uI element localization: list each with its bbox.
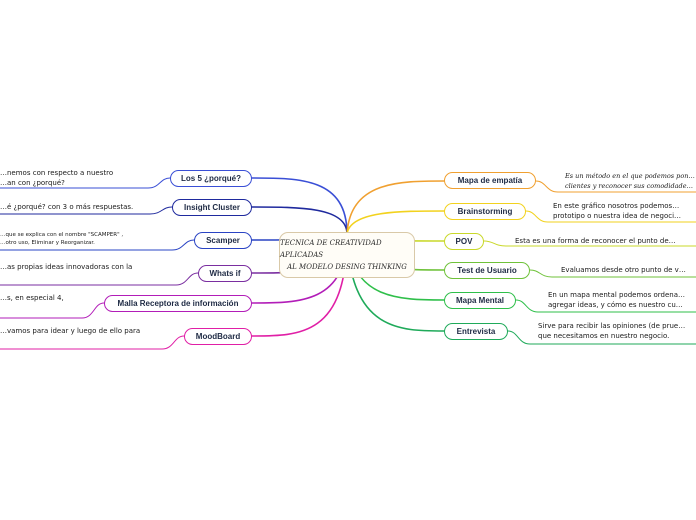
branch-node-mapa-de-empatia[interactable]: Mapa de empatía <box>444 172 536 189</box>
note-mapa-mental: En un mapa mental podemos ordena… agrega… <box>548 290 685 310</box>
note-brainstorming: En este gráfico nosotros podemos… protot… <box>553 201 681 221</box>
central-topic-line1: TECNICA DE CREATIVIDAD APLICADAS <box>280 239 382 259</box>
note-line: …s, en especial 4, <box>0 294 64 302</box>
connector-left-note <box>0 177 171 189</box>
note-whats-if: …as propias ideas innovadoras con la <box>0 262 132 272</box>
note-mapa-de-empatia: Es un método en el que podemos pon… clie… <box>565 171 695 191</box>
branch-node-mapa-mental[interactable]: Mapa Mental <box>444 292 516 309</box>
connector-right-note <box>515 299 696 313</box>
note-test-de-usuario: Evaluamos desde otro punto de v… <box>561 265 686 275</box>
connector-right-trunk <box>346 180 445 235</box>
branch-node-pov[interactable]: POV <box>444 233 484 250</box>
note-line: …vamos para idear y luego de ello para <box>0 327 141 335</box>
branch-node-test-de-usuario[interactable]: Test de Usuario <box>444 262 530 279</box>
connector-right-note <box>529 269 696 278</box>
note-entrevista: Sirve para recibir las opiniones (de pru… <box>538 321 685 341</box>
connector-right-note <box>535 180 696 193</box>
branch-label: Malla Receptora de información <box>117 299 239 308</box>
note-line: clientes y reconocer sus comodidade… <box>565 182 694 190</box>
note-line: …que se explica con el nombre "SCAMPER" … <box>0 232 124 238</box>
note-line: …nemos con respecto a nuestro <box>0 169 114 177</box>
note-malla-receptora: …s, en especial 4, <box>0 293 64 303</box>
connector-left-note <box>0 206 173 215</box>
note-los-5-porque: …nemos con respecto a nuestro …an con ¿p… <box>0 168 113 188</box>
note-line: prototipo o nuestra idea de negoci… <box>553 212 682 220</box>
branch-label: Insight Cluster <box>183 203 240 212</box>
note-line: En un mapa mental podemos ordena… <box>548 291 685 299</box>
note-line: Evaluamos desde otro punto de v… <box>561 266 686 274</box>
connector-left-trunk <box>251 177 348 235</box>
branch-label: Scamper <box>206 236 240 245</box>
branch-node-malla-receptora[interactable]: Malla Receptora de información <box>104 295 252 312</box>
central-topic-line2: AL MODELO DESING THINKING <box>287 263 407 271</box>
note-scamper: …que se explica con el nombre "SCAMPER" … <box>0 231 123 247</box>
note-line: Esta es una forma de reconocer el punto … <box>515 237 676 245</box>
branch-label: Whats if <box>209 269 241 278</box>
note-line: En este gráfico nosotros podemos… <box>553 202 680 210</box>
branch-label: Mapa Mental <box>455 296 504 305</box>
branch-node-scamper[interactable]: Scamper <box>194 232 252 249</box>
connector-left-note <box>0 302 105 319</box>
note-line: Sirve para recibir las opiniones (de pru… <box>538 322 686 330</box>
connector-right-note <box>525 210 696 223</box>
connector-right-trunk <box>346 210 445 235</box>
connector-left-note <box>0 272 199 286</box>
branch-node-los-5-porque[interactable]: Los 5 ¿porqué? <box>170 170 252 187</box>
note-line: …as propias ideas innovadoras con la <box>0 263 133 271</box>
note-line: agregar ideas, y cómo es nuestro cu… <box>548 301 683 309</box>
branch-node-brainstorming[interactable]: Brainstorming <box>444 203 526 220</box>
branch-node-whats-if[interactable]: Whats if <box>198 265 252 282</box>
note-line: Es un método en el que podemos pon… <box>565 172 695 180</box>
connector-right-note <box>507 330 696 345</box>
branch-node-moodboard[interactable]: MoodBoard <box>184 328 252 345</box>
branch-label: Los 5 ¿porqué? <box>181 174 241 183</box>
branch-label: MoodBoard <box>195 332 241 341</box>
branch-label: Test de Usuario <box>457 266 517 275</box>
note-pov: Esta es una forma de reconocer el punto … <box>515 236 676 246</box>
connector-left-note <box>0 335 185 350</box>
branch-node-insight-cluster[interactable]: Insight Cluster <box>172 199 252 216</box>
branch-node-entrevista[interactable]: Entrevista <box>444 323 508 340</box>
connector-left-note <box>0 239 195 251</box>
note-line: …an con ¿porqué? <box>0 179 65 187</box>
note-line: …otro uso, Eliminar y Reorganizar. <box>0 240 95 246</box>
note-moodboard: …vamos para idear y luego de ello para <box>0 326 140 336</box>
branch-label: Entrevista <box>456 327 496 336</box>
connector-left-trunk <box>251 206 348 235</box>
note-line: …é ¿porqué? con 3 o más respuestas. <box>0 203 134 211</box>
note-insight-cluster: …é ¿porqué? con 3 o más respuestas. <box>0 202 133 212</box>
note-line: que necesitamos en nuestro negocio. <box>538 332 670 340</box>
branch-label: Mapa de empatía <box>457 176 523 185</box>
branch-label: POV <box>455 237 473 246</box>
branch-label: Brainstorming <box>457 207 513 216</box>
central-topic[interactable]: TECNICA DE CREATIVIDAD APLICADAS AL MODE… <box>279 232 415 278</box>
connector-right-note <box>483 240 696 247</box>
